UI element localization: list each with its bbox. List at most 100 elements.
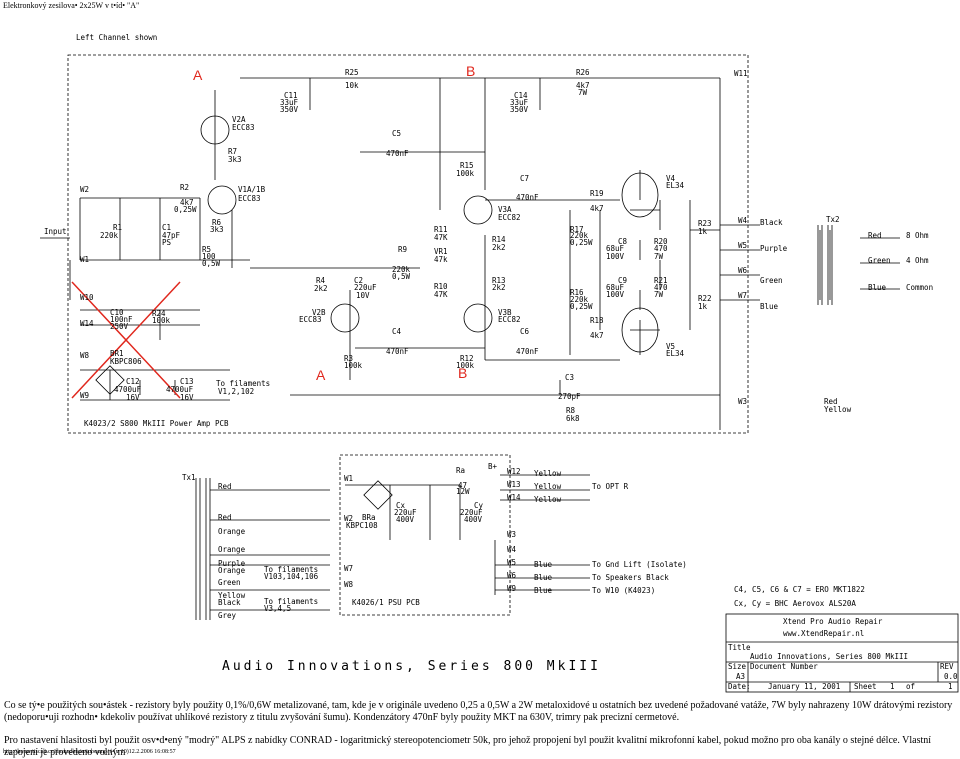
page-header: Elektronkový zesilova• 2x25W v t•íd• "A" <box>3 1 140 10</box>
label-c10: C10 <box>110 308 124 317</box>
label-r2b: 0,25W <box>174 205 197 214</box>
wire-label-w5: W5 <box>738 241 747 250</box>
label-note2: Cx, Cy = BHC Aerovox ALS20A <box>734 599 856 608</box>
label-pw6: W6 <box>507 571 517 580</box>
psu-pcb-label: K4026/1 PSU PCB <box>352 598 420 607</box>
left-channel-note: Left Channel shown <box>76 33 157 42</box>
label-c6v: 470nF <box>516 347 539 356</box>
wire-label-w6: W6 <box>738 266 748 275</box>
page-footer: http://home.tiscali.cz/flashedbrain/tube… <box>3 749 176 755</box>
label-t1gr: Green <box>218 578 241 587</box>
series-title: Audio Innovations, Series 800 MkIII <box>222 659 601 674</box>
label-r3: R3 <box>344 354 353 363</box>
label-v5: V5 <box>666 342 675 351</box>
label-br1: BR1 <box>110 349 124 358</box>
label-r24v: 100k <box>152 316 171 325</box>
label-v2a: V2A <box>232 115 246 124</box>
label-r25: R25 <box>345 68 359 77</box>
label-c2b: 10V <box>356 291 370 300</box>
label-green: Green <box>760 276 783 285</box>
label-note1: C4, C5, C6 & C7 = ERO MKT1822 <box>734 585 865 594</box>
label-fil3b: V3,4,5 <box>264 604 291 613</box>
label-r4v: 2k2 <box>314 284 328 293</box>
label-c2: C2 <box>354 276 363 285</box>
label-pw12: W12 <box>507 467 521 476</box>
label-c14: C14 <box>514 91 528 100</box>
label-r9b: 0,5W <box>392 272 411 281</box>
label-r8: R8 <box>566 406 576 415</box>
label-ra: Ra <box>456 466 465 475</box>
label-bplus: B+ <box>488 462 498 471</box>
label-t1red: Red <box>218 482 232 491</box>
label-r22: R22 <box>698 294 712 303</box>
label-r5: R5 <box>202 245 211 254</box>
label-r16b: 0,25W <box>570 302 593 311</box>
label-c8: C8 <box>618 237 628 246</box>
label-v4: V4 <box>666 174 676 183</box>
label-t1red2: Red <box>218 513 232 522</box>
paragraph-volume: Pro nastavení hlasitosti byl použit osv•… <box>4 735 932 758</box>
label-pw5: W5 <box>507 558 516 567</box>
label-r23: R23 <box>698 219 712 228</box>
label-r20a: 470 <box>654 244 668 253</box>
label-r6: R6 <box>212 218 222 227</box>
label-fil3: To filaments <box>264 597 318 606</box>
label-br1t: KBPC806 <box>110 357 142 366</box>
label-r7v: 3k3 <box>228 155 242 164</box>
label-c3: C3 <box>565 373 574 382</box>
label-c3v: 270pF <box>558 392 581 401</box>
label-c11b: 350V <box>280 105 299 114</box>
label-r8v: 6k8 <box>566 414 580 423</box>
label-fil2b: V103,104,106 <box>264 572 319 581</box>
label-tx1: Tx1 <box>182 473 196 482</box>
label-w10: To W10 (K4023) <box>592 586 655 595</box>
label-xt1: Xtend Pro Audio Repair <box>783 617 883 626</box>
label-r1: R1 <box>113 223 122 232</box>
wire-label-w14: W14 <box>80 319 94 328</box>
label-ye1: Yellow <box>534 469 562 478</box>
label-r2a: 4k7 <box>180 198 194 207</box>
marker-b-bottom: B <box>458 365 467 381</box>
label-c10b: 250V <box>110 322 129 331</box>
label-tbof2: 1 <box>948 682 953 691</box>
label-fil1b: V1,2,102 <box>218 387 254 396</box>
label-pw1: W1 <box>344 474 353 483</box>
label-r9: R9 <box>398 245 407 254</box>
label-r9a: 220k <box>392 265 411 274</box>
label-ra1: 47 <box>458 481 467 490</box>
label-t1or: Orange <box>218 527 246 536</box>
label-v1a: V1A/1B <box>238 185 266 194</box>
label-r24: R24 <box>152 309 166 318</box>
label-tbdate: Date: <box>728 682 751 691</box>
label-tbtitle: Title <box>728 643 751 652</box>
marker-a-top: A <box>193 67 203 83</box>
label-tbof1: 1 <box>890 682 895 691</box>
label-ra2: 12W <box>456 487 470 496</box>
input-label: Input <box>44 227 67 236</box>
label-r21: R21 <box>654 276 668 285</box>
label-r17: R17 <box>570 225 584 234</box>
label-redy2: Yellow <box>824 405 852 414</box>
label-r11v: 47K <box>434 233 448 242</box>
label-r14v: 2k2 <box>492 243 506 252</box>
label-c14b: 350V <box>510 105 529 114</box>
label-pw4: W4 <box>507 545 517 554</box>
label-t1pu: Purple <box>218 559 246 568</box>
label-purple: Purple <box>760 244 788 253</box>
wire-label-w2: W2 <box>80 185 89 194</box>
label-ohm8: 8 Ohm <box>906 231 929 240</box>
label-tbdocnum: Document Number <box>750 662 818 671</box>
label-r2: R2 <box>180 183 189 192</box>
label-r10v: 47K <box>434 290 448 299</box>
label-c14a: 33uF <box>510 98 529 107</box>
label-pw9: W9 <box>507 584 516 593</box>
label-redy1: Red <box>824 397 838 406</box>
label-cx: Cx <box>396 501 406 510</box>
label-r16: R16 <box>570 288 584 297</box>
label-spk: To Speakers Black <box>592 573 669 582</box>
label-pw14: W14 <box>507 493 521 502</box>
label-tbrevv: 0.0 <box>944 672 958 681</box>
label-xt2: www.XtendRepair.nl <box>783 629 864 638</box>
label-fil2: To filaments <box>264 565 318 574</box>
label-r19: R19 <box>590 189 604 198</box>
